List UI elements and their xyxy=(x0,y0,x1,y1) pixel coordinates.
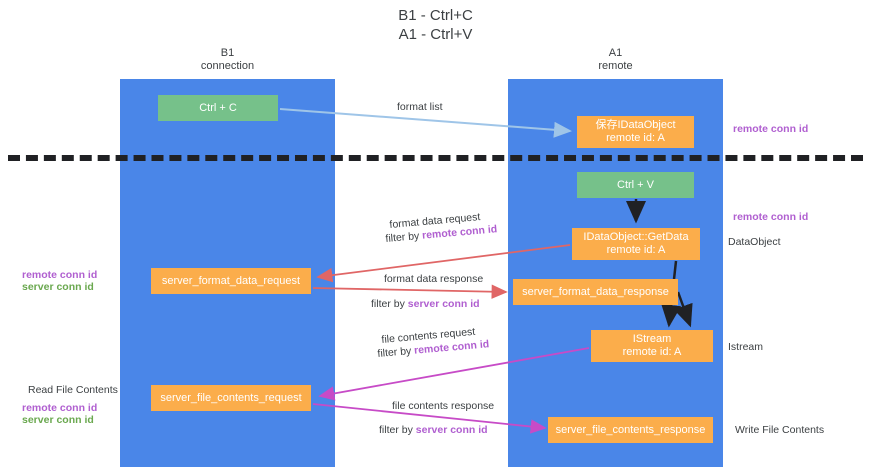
filter-prefix: filter by xyxy=(385,229,423,245)
node-idataobject-getdata[interactable]: IDataObject::GetData remote id: A xyxy=(572,228,700,260)
annotation-read-file-contents: Read File Contents xyxy=(28,384,118,396)
page-title: B1 - Ctrl+C A1 - Ctrl+V xyxy=(398,7,473,43)
filter-key-server-conn-id: server conn id xyxy=(407,298,480,310)
label-format-data-response: format data response xyxy=(384,273,484,285)
arrow-format-data-response xyxy=(312,284,508,299)
annotation-left-server-conn-id-mid: server conn id xyxy=(22,281,94,293)
phase-divider xyxy=(8,155,863,161)
annotation-left-server-conn-id-bottom: server conn id xyxy=(22,414,94,426)
annotation-dataobject: DataObject xyxy=(728,236,781,248)
swimlane-b1-heading: B1 connection xyxy=(200,47,255,72)
arrow-response-to-istream xyxy=(673,291,693,328)
filter-key-server-conn-id: server conn id xyxy=(415,424,488,436)
label-format-list: format list xyxy=(397,101,443,113)
arrow-file-contents-request xyxy=(318,347,590,401)
node-istream[interactable]: IStream remote id: A xyxy=(591,330,713,362)
filter-prefix: filter by xyxy=(377,344,415,360)
node-ctrl-c[interactable]: Ctrl + C xyxy=(158,95,278,121)
annotation-istream: Istream xyxy=(728,341,764,353)
arrow-file-contents-response xyxy=(312,403,547,434)
node-idataobject[interactable]: 保存IDataObject remote id: A xyxy=(577,116,694,148)
annotation-remote-conn-id-mid: remote conn id xyxy=(733,211,809,223)
label-file-contents-response-filter: filter by server conn id xyxy=(379,424,488,437)
node-server-file-contents-request[interactable]: server_file_contents_request xyxy=(151,385,311,411)
swimlane-a1-heading: A1 remote xyxy=(598,47,633,72)
node-server-format-data-request[interactable]: server_format_data_request xyxy=(151,268,311,294)
label-file-contents-response: file contents response xyxy=(392,400,495,412)
node-ctrl-v[interactable]: Ctrl + V xyxy=(577,172,694,198)
annotation-left-remote-conn-id-bottom: remote conn id xyxy=(22,402,98,414)
arrow-format-list xyxy=(279,108,572,138)
annotation-left-remote-conn-id-mid: remote conn id xyxy=(22,269,98,281)
annotation-remote-conn-id-top: remote conn id xyxy=(733,123,809,135)
node-server-format-data-response[interactable]: server_format_data_response xyxy=(513,279,678,305)
filter-prefix: filter by xyxy=(371,298,408,310)
node-server-file-contents-response[interactable]: server_file_contents_response xyxy=(548,417,713,443)
arrow-format-data-request xyxy=(316,244,571,283)
annotation-write-file-contents: Write File Contents xyxy=(735,424,825,436)
filter-prefix: filter by xyxy=(379,424,416,436)
label-format-data-response-filter: filter by server conn id xyxy=(371,298,480,311)
